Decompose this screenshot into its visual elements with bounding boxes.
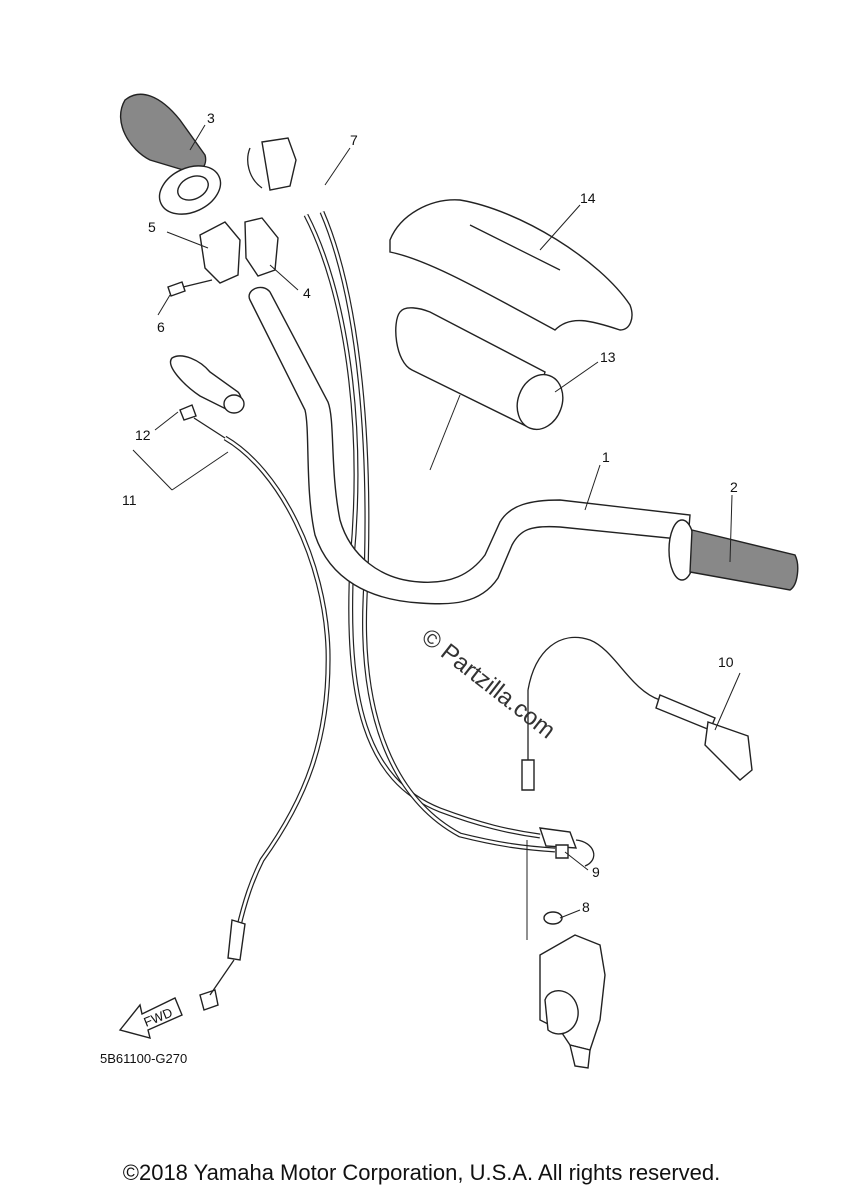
part-throttle-cable[interactable]	[247, 137, 595, 867]
copyright-notice: ©2018 Yamaha Motor Corporation, U.S.A. A…	[122, 1160, 721, 1185]
callout-5: 5	[148, 219, 156, 235]
watermark: © Partzilla.com	[416, 623, 560, 744]
callout-2: 2	[730, 479, 738, 495]
part-hot-start-lever[interactable]	[521, 636, 753, 791]
part-handlebar[interactable]	[248, 286, 691, 605]
callout-3: 3	[207, 110, 215, 126]
part-throttle-housing[interactable]	[199, 217, 279, 284]
part-clutch-cable[interactable]	[179, 404, 331, 1011]
callout-10: 10	[718, 654, 734, 670]
callout-14: 14	[580, 190, 596, 206]
part-pad-cover[interactable]	[389, 199, 633, 331]
part-bar-pad[interactable]	[395, 307, 570, 436]
callout-4: 4	[303, 285, 311, 301]
callout-9: 9	[592, 864, 600, 880]
part-right-grip[interactable]	[668, 519, 799, 591]
callout-labels: 1 2 3 4 5 6 7 8 9 10 11 12 13 14	[122, 110, 738, 915]
callout-1: 1	[602, 449, 610, 465]
leader-lines	[132, 124, 741, 919]
callout-12: 12	[135, 427, 151, 443]
part-screw[interactable]	[167, 279, 213, 297]
part-throttle-grip[interactable]	[119, 93, 229, 223]
part-o-ring[interactable]	[543, 911, 563, 925]
fwd-arrow-icon: FWD	[118, 997, 183, 1039]
callout-11: 11	[122, 492, 137, 508]
part-clutch-lever-holder[interactable]	[169, 355, 245, 414]
part-carburetor[interactable]	[526, 840, 606, 1069]
callout-6: 6	[157, 319, 165, 335]
callout-8: 8	[582, 899, 590, 915]
callout-7: 7	[350, 132, 358, 148]
callout-13: 13	[600, 349, 616, 365]
part-adjuster-bolt[interactable]	[555, 844, 569, 859]
diagram-code: 5B61100-G270	[100, 1051, 187, 1066]
